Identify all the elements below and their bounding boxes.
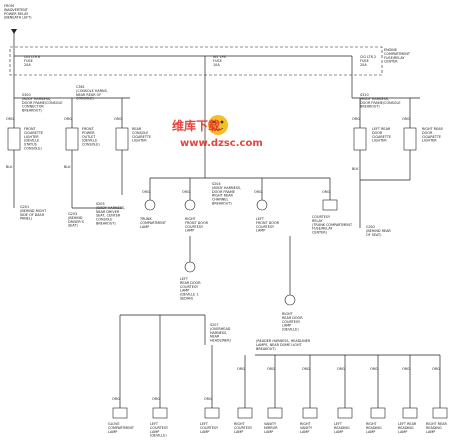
wire-tag-org-4: ORG: [352, 117, 360, 121]
wire-tag-org-7: ORG: [182, 190, 190, 194]
wire-tag-org-2: ORG: [64, 117, 72, 121]
wire-tag-org-16: ORG: [337, 367, 345, 371]
wire-tag-org-9: ORG: [322, 190, 330, 194]
wire-tag-org-8: ORG: [254, 190, 262, 194]
watermark: 维库下载 www.dzsc.com: [172, 115, 263, 149]
wire-tag-blk-1: BLK: [6, 165, 13, 169]
watermark-logo-icon: [208, 115, 228, 135]
wire-tag-org-12: ORG: [204, 397, 212, 401]
wire-tag-blk-3: BLK: [352, 167, 359, 171]
wire-tag-org-13: ORG: [237, 367, 245, 371]
watermark-url: www.dzsc.com: [180, 138, 263, 149]
wire-tag-org-15: ORG: [302, 367, 310, 371]
wire-tag-org-5: ORG: [402, 117, 410, 121]
wire-tag-blk-2: BLK: [64, 165, 71, 169]
wire-tag-org-14: ORG: [267, 367, 275, 371]
wire-tag-org-3: ORG: [114, 117, 122, 121]
wire-tag-org-17: ORG: [370, 367, 378, 371]
watermark-brand: 维库下载: [172, 118, 220, 133]
source-arrow: [11, 29, 17, 34]
fuse-block: [9, 46, 383, 76]
wire-tag-org-10: ORG: [112, 397, 120, 401]
wire-tag-org-18: ORG: [402, 367, 410, 371]
wire-tag-org-11: ORG: [152, 397, 160, 401]
wire-tag-org-19: ORG: [432, 367, 440, 371]
wire-tag-org-6: ORG: [142, 190, 150, 194]
wire-tag-org-1: ORG: [6, 117, 14, 121]
